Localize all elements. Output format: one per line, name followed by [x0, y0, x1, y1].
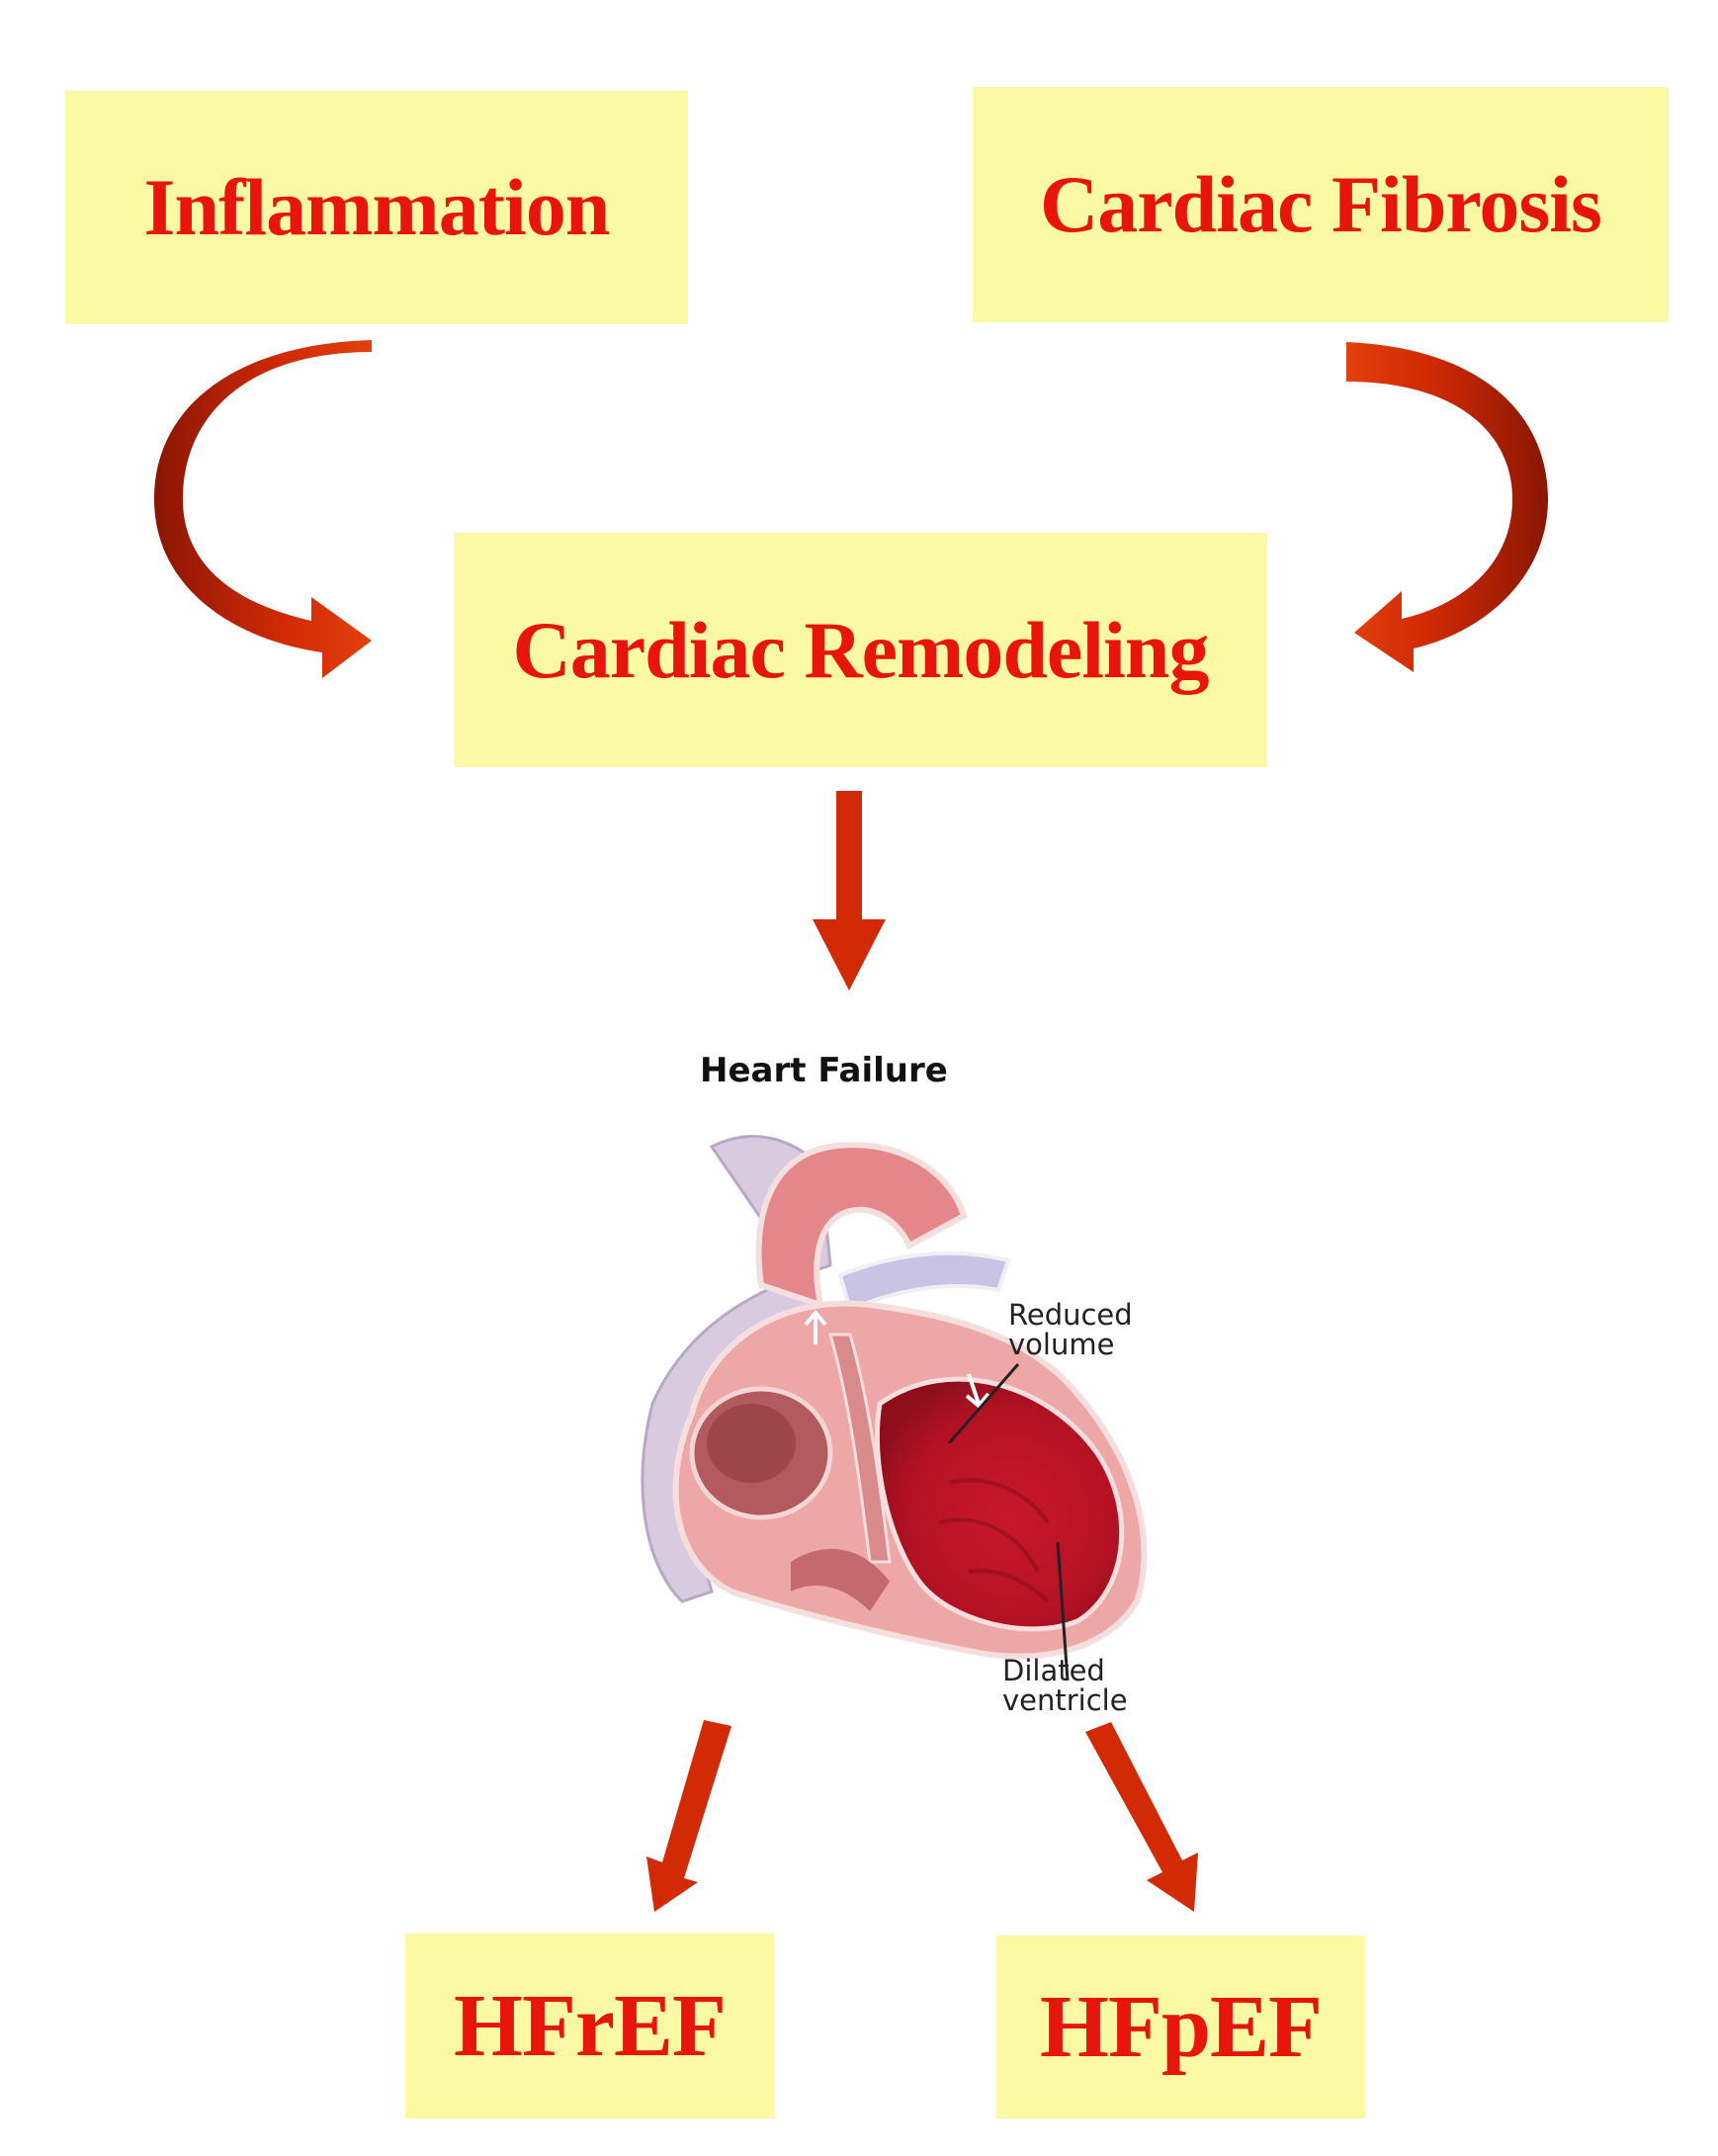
heart-failure-title: Heart Failure	[700, 1051, 948, 1090]
cardiac-fibrosis-label: Cardiac Fibrosis	[1040, 159, 1602, 249]
inflammation-label: Inflammation	[143, 162, 611, 252]
curved-arrow-inflammation-to-remodeling	[154, 340, 372, 678]
cardiac-remodeling-box: Cardiac Remodeling	[454, 533, 1267, 767]
heart-failure-illustration: Heart Failure Reduced volume Dilated ven…	[641, 1051, 1148, 1717]
arrow-to-hfpef	[1085, 1722, 1198, 1912]
hfref-label: HFrEF	[454, 1977, 727, 2075]
hfpef-box: HFpEF	[996, 1936, 1365, 2118]
cardiac-fibrosis-box: Cardiac Fibrosis	[973, 87, 1669, 322]
arrow-to-hfref	[646, 1720, 731, 1912]
reduced-volume-label-line1: Reduced	[1008, 1298, 1133, 1332]
arrow-remodeling-to-heart-failure	[813, 791, 886, 991]
hfref-box: HFrEF	[405, 1934, 774, 2118]
curved-arrow-fibrosis-to-remodeling	[1346, 342, 1548, 672]
inflammation-box: Inflammation	[65, 91, 688, 324]
hfpef-label: HFpEF	[1039, 1978, 1323, 2076]
cardiac-remodeling-label: Cardiac Remodeling	[512, 604, 1210, 695]
reduced-volume-label-line2: volume	[1008, 1328, 1114, 1361]
dilated-ventricle-label-line1: Dilated	[1002, 1654, 1105, 1687]
dilated-ventricle-label-line2: ventricle	[1002, 1683, 1128, 1717]
